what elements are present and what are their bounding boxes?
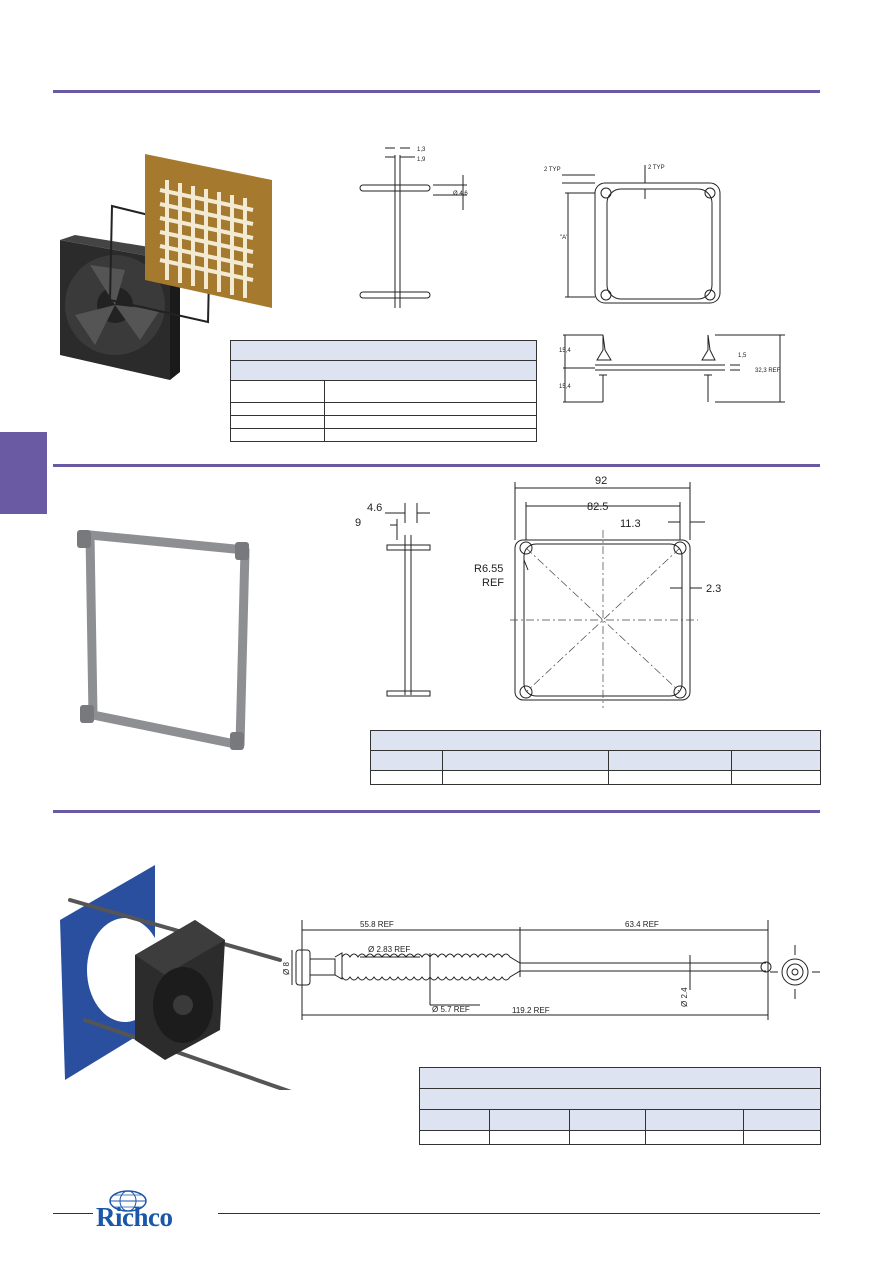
table-header-cell	[442, 750, 609, 771]
table-cell	[230, 428, 325, 442]
table-cell	[230, 415, 325, 429]
spec-table-1	[230, 340, 537, 442]
frame-side-view: 4.6 9	[355, 502, 431, 697]
table-header-cell	[645, 1109, 744, 1131]
footer-rule-right	[218, 1213, 820, 1214]
dim-55-8-ref: 55.8 REF	[360, 920, 394, 929]
table-header-cell	[370, 750, 443, 771]
table-cell	[230, 380, 325, 403]
dim-32-3-ref: 32,3 REF	[755, 368, 781, 374]
table-header-cell	[743, 1109, 821, 1131]
chapter-tab	[0, 432, 47, 514]
table-header-cell	[489, 1109, 570, 1131]
table-cell	[569, 1130, 646, 1145]
frame-front-view: 92 82.5 11.3 R6.55 REF 2.3	[474, 475, 721, 708]
table-header-cell	[608, 750, 732, 771]
dim-dia-5-7-ref: Ø 5.7 REF	[432, 1005, 470, 1014]
table-header-cell	[419, 1067, 821, 1089]
table-header-cell	[230, 360, 537, 381]
table-cell	[419, 1130, 490, 1145]
table-header-cell	[370, 730, 821, 751]
table-cell	[442, 770, 609, 785]
table-header-cell	[419, 1109, 490, 1131]
dim-r6-55: R6.55	[474, 563, 503, 575]
dim-dia-4-6: Ø 4,6	[453, 191, 468, 197]
dim-1-5: 1,5	[738, 353, 747, 359]
dim-dia-8: Ø 8	[282, 962, 291, 975]
section-divider-middle	[53, 464, 820, 467]
table-header-cell	[731, 750, 821, 771]
table-cell	[324, 380, 537, 403]
dim-2-3: 2.3	[706, 583, 721, 595]
table-header-cell	[230, 340, 537, 361]
table-header-cell	[569, 1109, 646, 1131]
dim-15-4-top: 15,4	[559, 348, 571, 354]
dim-82-5: 82.5	[587, 501, 608, 513]
table-cell	[645, 1130, 744, 1145]
table-cell	[731, 770, 821, 785]
spec-table-2	[370, 730, 821, 785]
section-divider-top	[53, 90, 820, 93]
clip-side-view: 1,3 1,9 Ø 4,6	[359, 147, 468, 308]
dim-1-9: 1,9	[417, 157, 426, 163]
dim-2-typ-left: 2 TYP	[544, 167, 561, 173]
fan-grille-photo	[60, 154, 272, 380]
dim-11-3: 11.3	[620, 518, 641, 530]
table-header-cell	[419, 1088, 821, 1110]
table-cell	[743, 1130, 821, 1145]
dim-1-3: 1,3	[417, 147, 426, 153]
globe-icon	[109, 1190, 147, 1212]
clip-bottom-view: 15,4 15,4 1,5 32,3 REF	[559, 334, 785, 403]
dim-4-6: 4.6	[367, 502, 382, 514]
table-cell	[324, 402, 537, 416]
dim-119-2-ref: 119.2 REF	[512, 1006, 550, 1015]
dim-r6-55-ref: REF	[482, 577, 504, 589]
table-cell	[324, 428, 537, 442]
gray-frame-photo	[77, 530, 250, 750]
dim-a-label: "A"	[560, 235, 568, 241]
table-cell	[324, 415, 537, 429]
fan-pin-drawing: 55.8 REF 63.4 REF Ø 2.83 REF Ø 5.7 REF 1…	[282, 920, 820, 1020]
table-cell	[608, 770, 732, 785]
dim-dia-2-83-ref: Ø 2.83 REF	[368, 945, 410, 954]
dim-9: 9	[355, 517, 361, 529]
section-divider-bottom	[53, 810, 820, 813]
clip-front-view: 2 TYP 2 TYP "A"	[544, 165, 721, 304]
blue-panel-fan-photo	[60, 865, 292, 1090]
dim-63-4-ref: 63.4 REF	[625, 920, 659, 929]
table-cell	[230, 402, 325, 416]
footer-rule-left	[53, 1213, 93, 1214]
spec-table-3	[419, 1067, 821, 1145]
dim-2-typ-top: 2 TYP	[648, 165, 665, 171]
dim-dia-2-4: Ø 2.4	[680, 987, 689, 1007]
dim-15-4-bottom: 15,4	[559, 384, 571, 390]
table-cell	[370, 770, 443, 785]
dim-92: 92	[595, 475, 607, 487]
table-cell	[489, 1130, 570, 1145]
richco-logo: Richco	[96, 1202, 173, 1232]
